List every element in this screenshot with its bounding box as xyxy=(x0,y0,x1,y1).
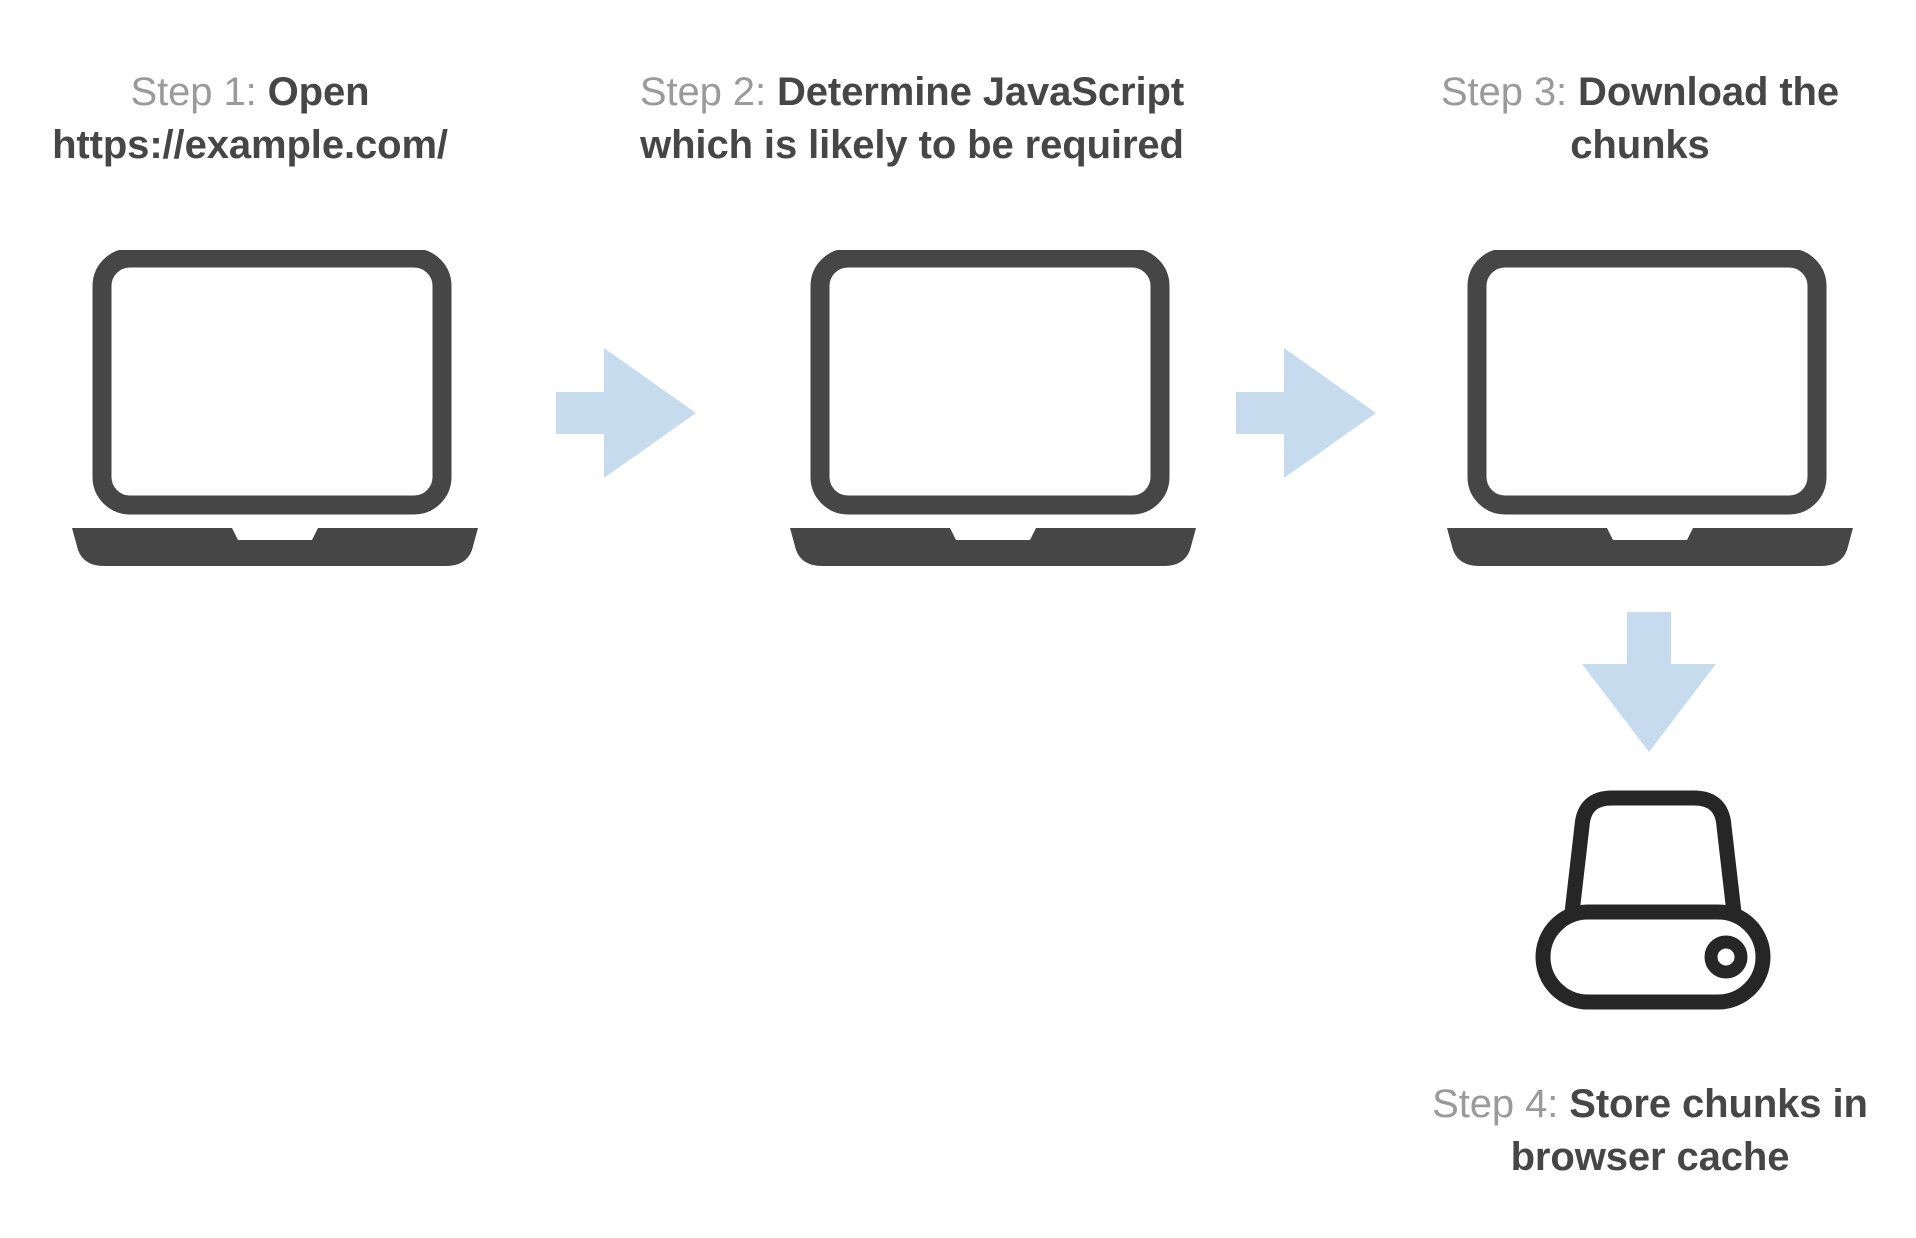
laptop-icon-step-1 xyxy=(60,250,490,580)
laptop-icon-step-3 xyxy=(1435,250,1865,580)
arrow-right-icon-1 xyxy=(556,344,698,482)
laptop-screen-bezel xyxy=(1467,250,1827,515)
step-3-caption: Step 3: Download the chunks xyxy=(1410,66,1870,172)
storage-drawer xyxy=(1535,904,1771,1010)
laptop-screen-bezel xyxy=(92,250,452,515)
arrow-right-icon-2 xyxy=(1236,344,1378,482)
step-1-text: Open https://example.com/ xyxy=(52,70,448,167)
storage-disk-icon xyxy=(1530,782,1776,1014)
step-4-caption: Step 4: Store chunks in browser cache xyxy=(1420,1078,1880,1184)
step-1-caption: Step 1: Open https://example.com/ xyxy=(20,66,480,172)
step-3-label: Step 3: xyxy=(1440,70,1579,114)
step-2-label: Step 2: xyxy=(639,70,777,114)
step-4-text: Store chunks in browser cache xyxy=(1510,1082,1868,1179)
laptop-base xyxy=(72,528,478,566)
step-1-label: Step 1: xyxy=(130,70,268,114)
step-4-label: Step 4: xyxy=(1432,1082,1570,1126)
step-2-caption: Step 2: Determine JavaScript which is li… xyxy=(622,66,1202,172)
step-3-text: Download the chunks xyxy=(1570,70,1840,167)
arrow-down-icon-3 xyxy=(1578,612,1720,756)
laptop-base xyxy=(1447,528,1853,566)
storage-indicator-ring xyxy=(1704,935,1748,979)
laptop-screen-bezel xyxy=(810,250,1170,515)
laptop-icon-step-2 xyxy=(778,250,1208,580)
storage-body xyxy=(1562,790,1744,938)
step-2-text: Determine JavaScript which is likely to … xyxy=(640,70,1185,167)
laptop-base xyxy=(790,528,1196,566)
